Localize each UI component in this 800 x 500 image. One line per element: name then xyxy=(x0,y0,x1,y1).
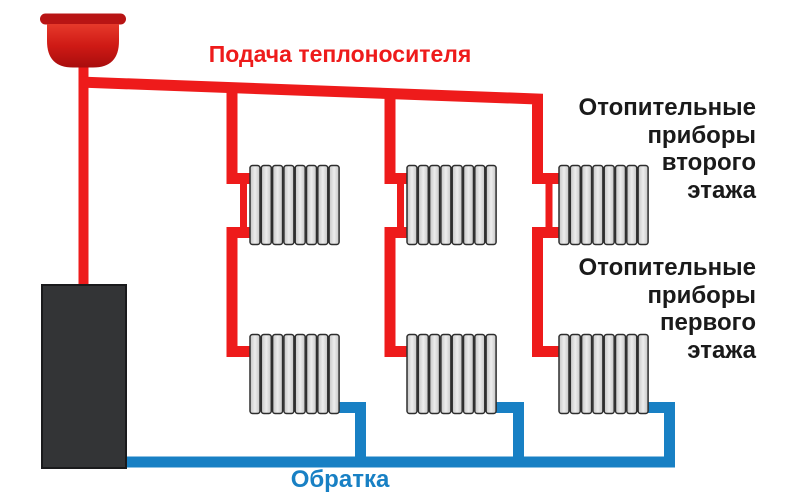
radiator-fin xyxy=(580,333,593,415)
radiator-fin xyxy=(283,333,295,415)
radiator-fin xyxy=(428,333,441,415)
floor2-label-line2: приборы xyxy=(647,121,756,149)
radiator-fin xyxy=(328,333,340,415)
radiator-fin xyxy=(406,333,418,415)
radiator-floor2-3 xyxy=(558,164,649,246)
radiator-fin xyxy=(260,164,273,246)
radiator-fin xyxy=(417,333,430,415)
radiator-floor2-2 xyxy=(406,164,497,246)
radiator-fin xyxy=(485,333,497,415)
radiator-fin xyxy=(249,164,261,246)
radiator-fin xyxy=(406,164,418,246)
radiator-fin xyxy=(462,164,475,246)
radiator-fin xyxy=(317,164,329,246)
floor1-label-line1: Отопительные xyxy=(578,254,756,281)
floor1-label-line3: первого xyxy=(660,309,756,336)
return-label: Обратка xyxy=(290,466,390,493)
radiator-fin xyxy=(428,164,441,246)
radiator-floor2-1 xyxy=(249,164,340,246)
radiator-fin xyxy=(260,333,273,415)
radiator-fin xyxy=(626,164,638,246)
riser-column-3 xyxy=(532,173,561,357)
radiator-floor1-2 xyxy=(406,333,497,415)
return-drop-3 xyxy=(645,402,675,462)
radiator-fin xyxy=(462,333,475,415)
floor2-label-line1: Отопительные xyxy=(578,94,756,121)
radiator-fin xyxy=(451,333,463,415)
return-drop-1 xyxy=(337,402,366,462)
radiator-fin xyxy=(614,333,627,415)
riser-top xyxy=(226,84,252,184)
floor2-label-line4: этажа xyxy=(687,176,756,204)
radiator-fin xyxy=(417,164,430,246)
riser-column-2 xyxy=(384,90,409,357)
radiator-fin xyxy=(558,333,570,415)
radiator-fin xyxy=(569,164,582,246)
return-piping xyxy=(120,402,675,468)
tank-body xyxy=(47,24,119,68)
radiator-fin xyxy=(603,333,615,415)
radiator-fin xyxy=(271,333,284,415)
riser-top xyxy=(384,90,409,184)
radiator-fin xyxy=(305,164,318,246)
supply-main-pipe xyxy=(78,76,543,179)
riser-bottom xyxy=(226,231,252,357)
radiator-fin xyxy=(328,164,340,246)
radiator-fin xyxy=(474,164,486,246)
riser-bottom xyxy=(532,231,561,357)
radiator-fin xyxy=(580,164,593,246)
radiator-fin xyxy=(558,164,570,246)
riser-top xyxy=(532,173,561,184)
radiator-fin xyxy=(592,333,604,415)
return-drop-2 xyxy=(493,402,524,462)
radiator-fin xyxy=(626,333,638,415)
supply-piping xyxy=(78,64,561,357)
radiator-fin xyxy=(592,164,604,246)
floor1-label-line2: приборы xyxy=(647,281,756,309)
radiator-fin xyxy=(283,164,295,246)
radiator-fin xyxy=(603,164,615,246)
radiator-fin xyxy=(440,333,452,415)
riser-bottom xyxy=(384,231,409,357)
radiator-fin xyxy=(294,333,306,415)
floor1-label: Отопительные приборы первого этажа xyxy=(579,254,756,364)
floor1-label-line4: этажа xyxy=(687,336,756,364)
floor2-label: Отопительные приборы второго этажа xyxy=(579,94,756,204)
radiator-fin xyxy=(637,164,649,246)
radiator-fin xyxy=(249,333,261,415)
radiator-fin xyxy=(317,333,329,415)
radiator-fin xyxy=(451,164,463,246)
radiator-fin xyxy=(271,164,284,246)
radiator-fin xyxy=(305,333,318,415)
supply-label: Подача теплоносителя xyxy=(208,41,472,67)
radiator-fin xyxy=(569,333,582,415)
radiator-fin xyxy=(614,164,627,246)
boiler xyxy=(41,284,127,469)
riser-column-1 xyxy=(226,84,252,357)
radiator-floor1-1 xyxy=(249,333,340,415)
radiator-fin xyxy=(440,164,452,246)
floor2-label-line3: второго xyxy=(661,149,756,176)
radiator-fin xyxy=(637,333,649,415)
radiator-fin xyxy=(474,333,486,415)
radiator-fin xyxy=(294,164,306,246)
radiator-fin xyxy=(485,164,497,246)
expansion-tank xyxy=(40,13,126,68)
tank-rim xyxy=(40,13,126,25)
radiator-floor1-3 xyxy=(558,333,649,415)
